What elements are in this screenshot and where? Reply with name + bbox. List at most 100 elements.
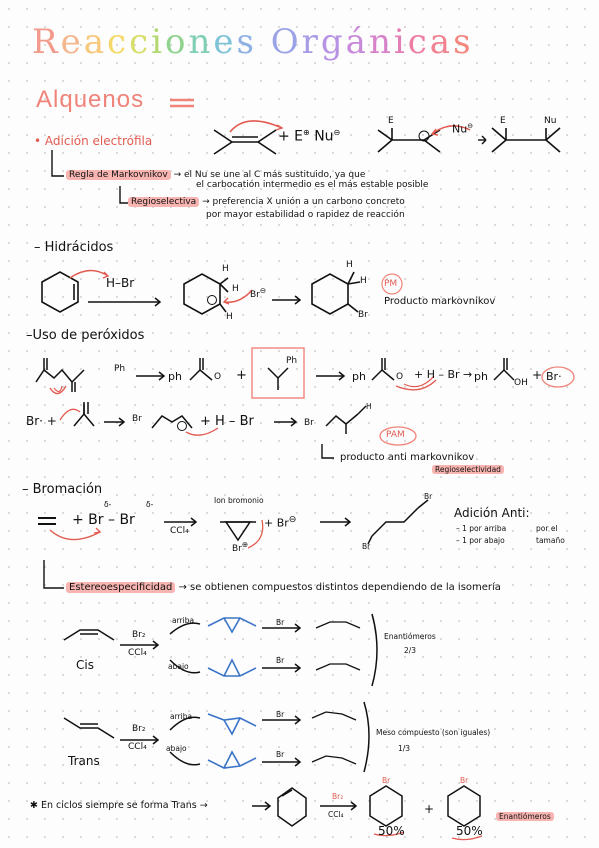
anti-2: – 1 por abajo bbox=[456, 536, 505, 545]
br-bottom-product: Br bbox=[362, 542, 371, 551]
markovnikov-rule-line: Regla de Markovnikov → el Nu se une al C… bbox=[66, 170, 365, 180]
h-low-label: H bbox=[226, 312, 233, 322]
title-letter: i bbox=[151, 22, 165, 62]
e-label-intermediate: E bbox=[388, 116, 394, 126]
row2-br-2: Br bbox=[304, 418, 314, 428]
title-letter: i bbox=[393, 22, 408, 62]
pct-2: 50% bbox=[456, 824, 483, 838]
ph-5: ph bbox=[474, 370, 488, 383]
enantiomeros-cis: Enantiómeros bbox=[384, 632, 436, 641]
ciclos-br2: Br₂ bbox=[332, 792, 344, 801]
o-radical-2: O bbox=[396, 372, 404, 382]
ciclos-ccl4: CCl₄ bbox=[328, 810, 344, 819]
peroxidos-label: –Uso de peróxidos bbox=[26, 328, 145, 343]
title-letter: o bbox=[164, 22, 189, 62]
estereo-line: Estereoespecificidad → se obtienen compu… bbox=[66, 582, 501, 593]
pct-1: 50% bbox=[378, 824, 405, 838]
bromacion-label: – Bromación bbox=[22, 482, 103, 497]
pm-badge: PM bbox=[384, 279, 398, 289]
trans-br2: Br₂ bbox=[132, 724, 146, 734]
title-letter: e bbox=[60, 22, 84, 62]
regio-badge-line: Regioselectividad bbox=[432, 465, 504, 474]
cis-br2: Br₂ bbox=[132, 630, 146, 640]
meso-text: Meso compuesto (son iguales) bbox=[376, 728, 491, 737]
pm-text: Producto markovnikov bbox=[384, 296, 496, 307]
ciclos-br-2: Br bbox=[460, 776, 469, 785]
regioselectividad-highlight: Regioselectividad bbox=[432, 465, 504, 474]
plus-hbr: + H – Br → bbox=[414, 368, 473, 381]
title-letter: c bbox=[407, 22, 430, 62]
title-letter: O bbox=[270, 22, 302, 62]
cis-br-1: Br bbox=[276, 618, 285, 627]
alkene-structure bbox=[213, 129, 277, 155]
markovnikov-text-1: → el Nu se une al C más sustituido, ya q… bbox=[173, 170, 366, 180]
title-letter: e bbox=[213, 22, 237, 62]
regioselectiva-line: Regioselectiva → preferencia X unión a u… bbox=[128, 197, 405, 207]
section-alquenos-label: Alquenos bbox=[36, 86, 145, 113]
oh-label: OH bbox=[514, 378, 528, 388]
hbr-label: H–Br bbox=[106, 276, 135, 290]
trans-abajo: abajo bbox=[166, 744, 187, 753]
plus-1: + bbox=[236, 368, 247, 383]
anti-4: tamaño bbox=[536, 536, 565, 545]
ciclos-plus: + bbox=[424, 802, 435, 816]
br-minus-bromacion-text: + Br bbox=[264, 516, 289, 530]
regio-text-2: por mayor estabilidad o rapidez de reacc… bbox=[206, 210, 405, 220]
row2-h: H bbox=[366, 402, 372, 411]
two-thirds: 2/3 bbox=[404, 646, 417, 655]
ph-1: Ph bbox=[114, 364, 126, 374]
plus-2: + bbox=[532, 368, 543, 382]
title-letter: n bbox=[368, 22, 394, 62]
regioselectiva-highlight: Regioselectiva bbox=[128, 197, 200, 207]
title-letter: r bbox=[301, 22, 321, 62]
h-product-1: H bbox=[346, 260, 353, 270]
title-letter: c bbox=[129, 22, 152, 62]
adicion-anti-title: Adición Anti: bbox=[454, 506, 530, 520]
cis-abajo: abajo bbox=[168, 662, 189, 671]
title-letter: s bbox=[453, 22, 474, 62]
pam-badge: PAM bbox=[386, 430, 405, 440]
h-top-label: H bbox=[222, 264, 229, 274]
nu-text: Nu bbox=[314, 128, 334, 145]
ciclos-br-1: Br bbox=[382, 776, 391, 785]
adicion-electrofila-label: • Adición electrófila bbox=[34, 134, 153, 148]
cis-arriba: arriba bbox=[172, 616, 195, 625]
h-mid-label: H bbox=[232, 284, 239, 294]
ccl4-label: CCl₄ bbox=[170, 526, 189, 536]
nu-minus-label: Nu⊖ bbox=[452, 122, 474, 136]
br-minus-label: Br⊖ bbox=[250, 286, 267, 300]
one-third: 1/3 bbox=[398, 744, 411, 753]
markovnikov-text-2: el carbocatión intermedio es el más esta… bbox=[196, 180, 429, 190]
markovnikov-rule-highlight: Regla de Markovnikov bbox=[66, 170, 171, 180]
title-letter: a bbox=[83, 22, 108, 62]
title-letter: R bbox=[32, 22, 61, 62]
br-ion-text: Br bbox=[232, 544, 242, 554]
title-letter: g bbox=[320, 22, 346, 62]
o-radical-1: O bbox=[214, 372, 222, 382]
anti-3: por el bbox=[536, 524, 558, 533]
title-letter: a bbox=[429, 22, 454, 62]
cis-ccl4: CCl₄ bbox=[128, 648, 147, 658]
anti-1: – 1 por arriba bbox=[456, 524, 507, 533]
regio-text-1: → preferencia X unión a un carbono concr… bbox=[202, 197, 405, 207]
nu-minus-text: Nu bbox=[452, 122, 468, 136]
br-ion-label: Br⊕ bbox=[232, 540, 249, 554]
e-plus-label: + E⊕ Nu⊖ bbox=[278, 128, 341, 145]
trans-ccl4: CCl₄ bbox=[128, 742, 147, 752]
trans-arriba: arriba bbox=[170, 712, 193, 721]
e-plus-text: + E bbox=[278, 128, 304, 145]
br-minus-bromacion: + Br⊖ bbox=[264, 514, 297, 530]
estereo-text: → se obtienen compuestos distintos depen… bbox=[178, 582, 501, 593]
section-alquenos: Alquenos bbox=[36, 86, 144, 114]
title-letter: n bbox=[188, 22, 214, 62]
e-label-product: E bbox=[500, 116, 506, 126]
row2-br-radical: Br· + bbox=[26, 414, 57, 428]
pam-text: producto anti markovnikov bbox=[340, 452, 475, 463]
ph-2: ph bbox=[168, 370, 182, 383]
h-product-2: H bbox=[360, 276, 367, 286]
br-top-product: Br bbox=[424, 492, 433, 501]
ciclos-text: ✱ En ciclos siempre se forma Trans → bbox=[30, 800, 208, 811]
cis-label: Cis bbox=[76, 658, 94, 672]
